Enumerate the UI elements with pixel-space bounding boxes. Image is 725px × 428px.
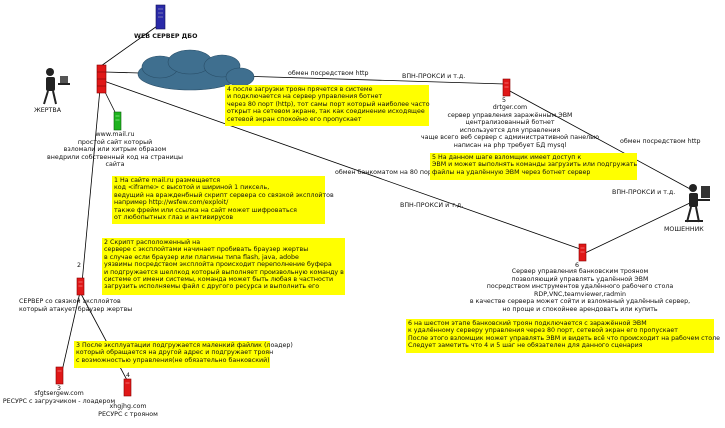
trojan-server-icon xyxy=(124,379,131,396)
edge-vpn-proxy-2: ВПН-ПРОКСИ и т.д. xyxy=(612,189,675,197)
note-step-4: 4 после загрузки троян прячется в систем… xyxy=(225,85,429,126)
note-step-1: 1 На сайте mail.ru размещается код <ifra… xyxy=(112,176,325,224)
web-server-label: WEB СЕРВЕР ДБО xyxy=(134,33,197,41)
bank-trojan-server-icon xyxy=(579,244,586,261)
bank-server-label: Сервер управления банковским трояном поз… xyxy=(455,268,705,314)
botnet-server-label: drtger.com сервер управления заражённым … xyxy=(395,104,625,150)
edge-http-exchange-2: обмен посредством http xyxy=(620,138,701,146)
botnet-server-icon xyxy=(503,79,510,96)
number-2: 2 xyxy=(77,262,81,270)
web-server-icon xyxy=(156,5,165,29)
edge-bank-exchange: обмен банкоматом на 80 порт xyxy=(335,169,436,177)
fraudster-person-icon xyxy=(685,184,710,222)
internet-cloud xyxy=(138,50,254,90)
site-server-icon xyxy=(114,112,121,130)
number-4: 4 xyxy=(126,372,130,380)
trojan-resource-label: xhgjhg.com РЕСУРС с трояном xyxy=(78,403,178,418)
loader-server-icon xyxy=(56,367,63,384)
edge-http-exchange-1: обмен посредством http xyxy=(288,70,369,78)
edge-vpn-proxy-3: ВПН-ПРОКСИ и т.д. xyxy=(400,202,463,210)
firewall-icon xyxy=(97,65,106,93)
fraudster-label: МОШЕННИК xyxy=(664,226,704,234)
victim-person-icon xyxy=(44,68,70,104)
victim-label: ЖЕРТВА xyxy=(34,107,61,115)
edge-vpn-proxy-1: ВПН-ПРОКСИ и т.д. xyxy=(402,73,465,81)
exploit-server-icon xyxy=(77,278,84,295)
exploit-server-label: СЕРВЕР со связкой эксплойтов который ата… xyxy=(19,298,132,313)
note-step-2: 2 Скрипт расположенный на сервере с эксп… xyxy=(102,238,345,295)
note-step-3: 3 После эксплуатации подгружается маленк… xyxy=(74,341,270,368)
site-label: www.mail.ru простой сайт который взломал… xyxy=(40,131,190,169)
note-step-5: 5 На данном шаге взломщик имеет доступ к… xyxy=(430,153,637,180)
note-step-6: 6 на шестом этапе банковский троян подкл… xyxy=(406,319,714,353)
